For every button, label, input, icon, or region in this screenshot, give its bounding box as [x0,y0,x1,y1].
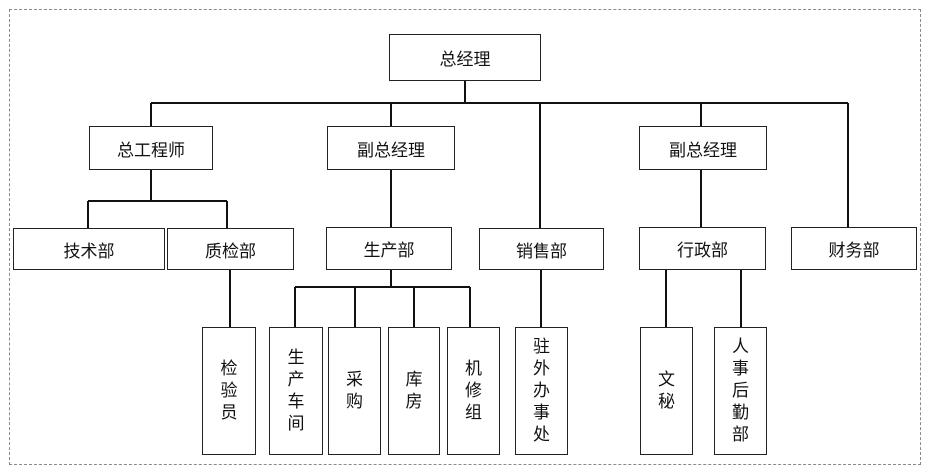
deputy-gm-1-label: 副总经理 [357,140,425,161]
secretary-box: 文秘 [640,327,693,455]
finance-dept-box: 财务部 [791,227,917,270]
qc-dept-box: 质检部 [167,228,294,270]
chief-engineer-box: 总工程师 [89,126,213,170]
warehouse-box: 库房 [388,327,440,455]
hr-logistics-label: 人事后勤部 [732,337,749,445]
qc-dept-label: 质检部 [205,241,256,262]
field-office-box: 驻外办事处 [515,327,568,455]
admin-dept-label: 行政部 [677,241,728,261]
workshop-label: 生产车间 [287,348,305,434]
inspector-box: 检验员 [202,327,256,455]
production-dept-box: 生产部 [326,227,452,270]
procurement-label: 采购 [346,370,363,412]
hr-logistics-box: 人事后勤部 [714,327,767,455]
tech-dept-box: 技术部 [13,228,165,270]
sales-dept-label: 销售部 [516,241,567,262]
production-dept-label: 生产部 [363,241,415,261]
workshop-box: 生产车间 [269,327,323,455]
admin-dept-box: 行政部 [639,227,766,270]
finance-dept-label: 财务部 [828,241,880,261]
deputy-gm-2-box: 副总经理 [639,126,767,170]
diagram-frame [9,9,921,465]
secretary-label: 文秘 [658,370,675,412]
maintenance-label: 机修组 [465,359,482,423]
maintenance-box: 机修组 [447,327,500,455]
deputy-gm-2-label: 副总经理 [669,140,737,161]
field-office-label: 驻外办事处 [533,337,550,445]
chief-engineer-label: 总工程师 [117,140,185,161]
warehouse-label: 库房 [405,370,423,412]
inspector-label: 检验员 [220,359,238,423]
procurement-box: 采购 [328,327,381,455]
sales-dept-box: 销售部 [479,228,604,270]
general-manager-label: 总经理 [439,50,491,70]
deputy-gm-1-box: 副总经理 [327,126,455,170]
tech-dept-label: 技术部 [63,241,115,262]
general-manager-box: 总经理 [389,34,541,81]
